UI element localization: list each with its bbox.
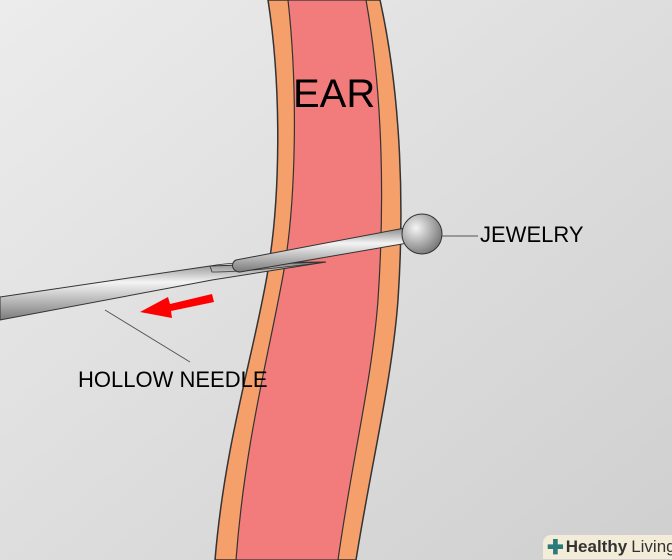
jewelry-rod <box>232 227 409 273</box>
jewelry-ball <box>401 213 443 255</box>
hollow-needle <box>0 261 327 321</box>
hollow-needle-label: HOLLOW NEEDLE <box>78 367 268 392</box>
jewelry-label: JEWELRY <box>480 222 584 247</box>
direction-arrow <box>140 294 214 318</box>
needle-leader-line <box>104 309 191 363</box>
cross-leaf-icon: ✚ <box>547 536 564 559</box>
healthy-living-watermark: ✚ Healthy Living <box>543 535 672 559</box>
ear-label: EAR <box>293 72 376 116</box>
brand-light: Living <box>631 537 672 556</box>
ear-inner-tissue <box>235 0 383 560</box>
brand-bold: Healthy <box>565 537 628 556</box>
